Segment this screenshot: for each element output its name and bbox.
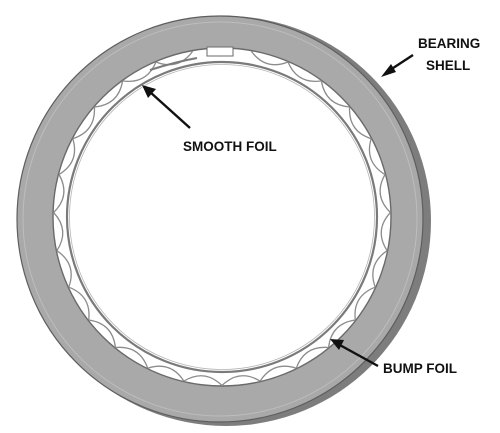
smooth-foil-arrowhead [142,85,156,98]
bump-foil-arc [250,50,289,66]
smooth-foil-inner-edge [69,64,375,370]
bump-foil-arc [295,346,329,369]
bearing-bore [52,47,392,387]
bump-foil-arc [287,61,322,83]
bump-foil-arc [372,250,388,288]
bump-foil [53,50,391,386]
smooth-foil-label: SMOOTH FOIL [183,139,277,154]
bump-foil-label: BUMP FOIL [383,361,457,376]
bump-foil-arrow [337,342,379,368]
bump-foil-arc [94,80,124,108]
bump-foil-arc [348,106,372,140]
bearing-shell-arrowhead [381,64,396,77]
bump-foil-arc [115,346,149,369]
smooth-foil-arrow [149,91,191,129]
bump-foil-arc [122,61,157,83]
bearing-shell-label-line1: BEARING [418,36,480,51]
smooth-foil [65,60,379,374]
bump-foil-arc [53,212,64,252]
bump-foil-arc [147,365,185,382]
bump-foil-arc [53,174,65,213]
bump-foil-arc [72,106,96,140]
bump-foil-arc [68,286,90,321]
bump-foil-arc [327,319,356,348]
bump-foil-arc [221,375,261,386]
bump-foil-arc [380,212,391,252]
bump-foil-arrowhead [330,339,344,350]
bump-foil-arc [259,365,297,382]
bearing-shell-label-line2: SHELL [426,58,470,73]
bump-foil-arc [379,174,391,213]
bump-foil-arc [56,250,72,288]
bump-foil-arc [183,375,223,386]
bump-foil-arc [58,138,76,176]
smooth-foil-free-end [149,57,198,71]
bump-foil-arc [320,80,350,108]
bump-foil-arc [155,50,194,66]
foil-key-slot [206,46,234,57]
bump-foil-arc [88,319,117,348]
bearing-shell-rim [22,21,418,417]
arrows [142,53,414,368]
bump-foil-arc [354,286,376,321]
bump-foil-arc [368,138,386,176]
